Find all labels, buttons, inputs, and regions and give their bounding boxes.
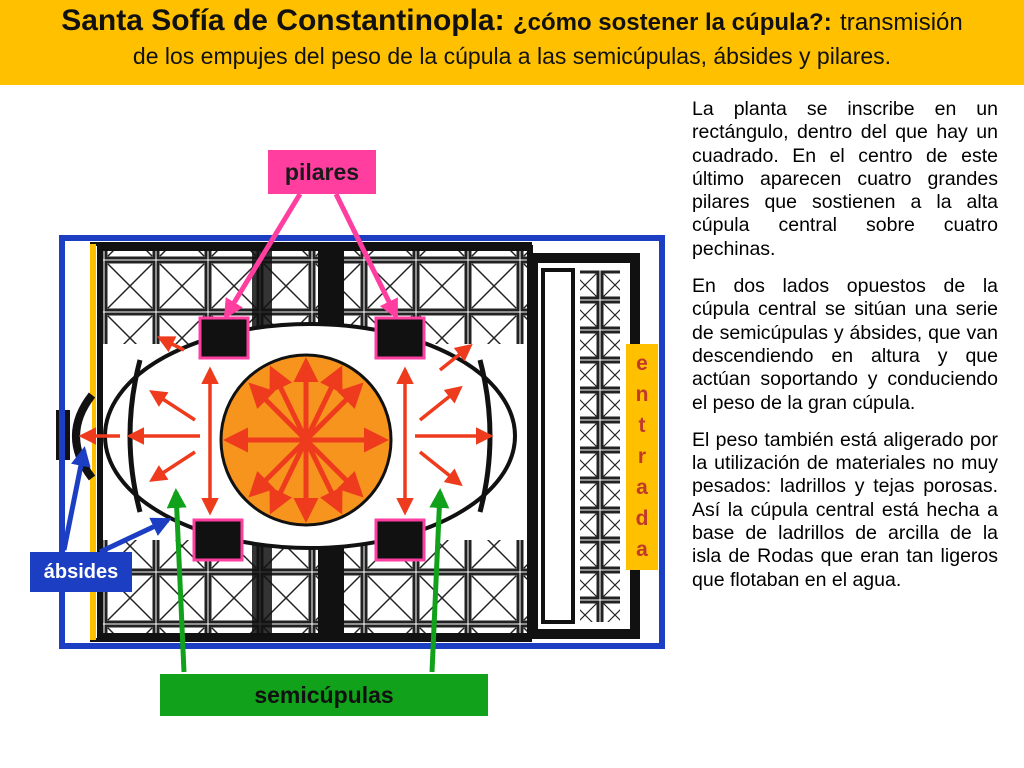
title-question: ¿cómo sostener la cúpula?:: [512, 9, 832, 36]
paragraph-materials: El peso también está aligerado por la ut…: [692, 428, 998, 591]
absides-pointers: [61, 446, 172, 555]
narthex: [528, 253, 640, 639]
entrada-letter: n: [635, 382, 649, 406]
paragraph-semidomes: En dos lados opuestos de la cúpula centr…: [692, 275, 998, 414]
absides-label: ábsides: [30, 552, 132, 592]
semidome-thrust-arrows: [78, 336, 494, 516]
title-rest: transmisión: [840, 9, 963, 36]
pilares-label: pilares: [268, 150, 376, 194]
title-banner: Santa Sofía de Constantinopla: ¿cómo sos…: [0, 0, 1024, 85]
semicupulas-label: semicúpulas: [160, 674, 488, 716]
dome-thrust-arrows: [223, 357, 389, 523]
paragraph-plan: La planta se inscribe en un rectángulo, …: [692, 98, 998, 260]
entrada-letter: a: [636, 476, 648, 500]
outer-outline: [59, 235, 665, 649]
title-line-2: de los empujes del peso de la cúpula a l…: [132, 43, 892, 69]
entrada-letter: t: [638, 413, 646, 437]
pillars: [192, 316, 426, 562]
entrada-label: e n t r a d a: [626, 344, 658, 570]
entrada-letter: r: [637, 444, 647, 468]
explanation-text: La planta se inscribe en un rectángulo, …: [692, 98, 998, 606]
title-bold: Santa Sofía de Constantinopla:: [61, 4, 505, 37]
entrada-letter: e: [636, 351, 648, 375]
semicupulas-pointers: [166, 488, 450, 673]
pilares-pointers: [223, 192, 399, 320]
title-line-1: Santa Sofía de Constantinopla: ¿cómo sos…: [0, 3, 1024, 41]
entrada-letter: a: [636, 538, 648, 562]
entrada-letter: d: [635, 507, 649, 531]
